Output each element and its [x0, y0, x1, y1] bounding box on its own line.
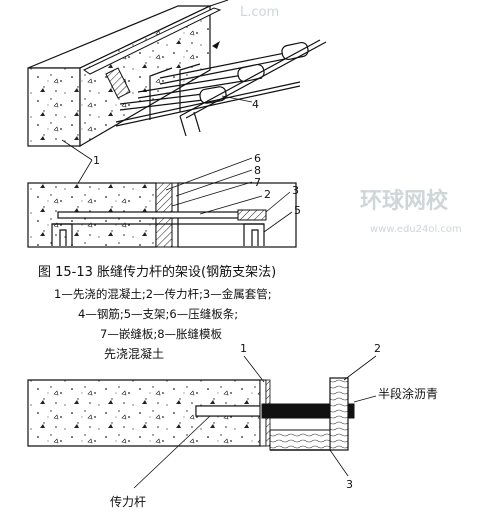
watermark-top: L.com — [240, 5, 279, 20]
label-dowel-bar: 传力杆 — [110, 494, 146, 509]
caption-line-3: 7—嵌缝板;8—胀缝模板 — [100, 327, 223, 341]
figure-caption: 图 15-13 胀缝传力杆的架设(钢筋支架法) 1—先浇的混凝土;2—传力杆;3… — [38, 264, 276, 341]
callout-1: 1 — [93, 154, 100, 167]
callout-4: 4 — [252, 98, 259, 111]
bottom-section-view: 先浇混凝土 1 2 半段涂沥青 3 传力杆 — [27, 342, 438, 509]
dowel-bar-section — [57, 211, 259, 219]
callout-bottom-3: 3 — [346, 478, 353, 491]
dowel-bars — [119, 41, 309, 111]
perspective-view: 4 — [27, 0, 327, 148]
metal-sleeve-section — [237, 209, 267, 221]
callout-bottom-1: 1 — [240, 342, 247, 355]
watermark-url: www.edu24ol.com — [370, 224, 462, 235]
callout-6: 6 — [254, 152, 261, 165]
caption-line-2: 4—钢筋;5—支架;6—压缝板条; — [78, 307, 238, 321]
bottom-leaders — [133, 355, 377, 489]
support-frame — [115, 39, 327, 137]
caption-title: 图 15-13 胀缝传力杆的架设(钢筋支架法) — [38, 264, 276, 280]
watermark-brand: 环球网校 — [360, 188, 449, 214]
template-board — [329, 377, 349, 451]
callout-bottom-2: 2 — [374, 342, 381, 355]
slab-front-face — [27, 67, 81, 147]
callout-8: 8 — [254, 164, 261, 177]
callout-5: 5 — [294, 204, 301, 217]
callout-7: 7 — [254, 176, 261, 189]
support-frame-section — [51, 223, 265, 246]
base-block — [269, 429, 331, 451]
joint-strip — [82, 7, 222, 75]
label-first-poured-concrete: 先浇混凝土 — [104, 346, 164, 361]
section-view: 6 8 7 2 3 5 — [27, 152, 301, 248]
slab-joint-face — [79, 5, 211, 148]
dowel-bar-bottom — [195, 405, 261, 417]
callout-2: 2 — [264, 188, 271, 201]
callout-3: 3 — [292, 184, 299, 197]
compression-strip — [105, 67, 131, 99]
section-leaders — [165, 157, 293, 233]
caption-line-1: 1—先浇的混凝土;2—传力杆;3—金属套管; — [54, 287, 272, 301]
label-half-asphalt: 半段涂沥青 — [378, 386, 438, 401]
